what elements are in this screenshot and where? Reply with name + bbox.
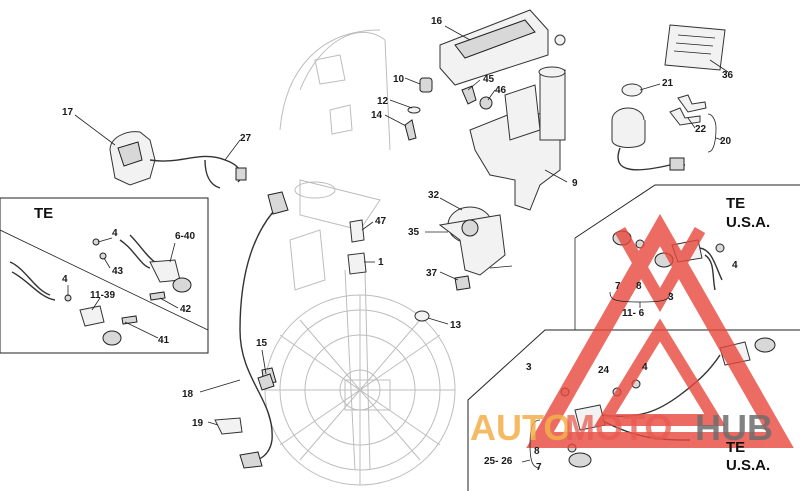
relays (347, 219, 367, 275)
handlebar-switch (109, 131, 247, 189)
label-37: 37 (426, 268, 438, 279)
cable-clip (214, 417, 243, 435)
background-frame-outline (279, 29, 391, 291)
headlight-bracket (469, 66, 566, 211)
watermark-text: AUTO MOTO HUB (470, 407, 773, 448)
label-21: 21 (662, 78, 674, 89)
owner-manual (664, 24, 726, 71)
watermark-logo (526, 213, 794, 448)
label-47: 47 (375, 216, 387, 227)
ignition-switch (611, 83, 707, 171)
watermark-hub: HUB (695, 407, 773, 448)
label-41: 41 (158, 335, 170, 346)
label-13: 13 (450, 320, 462, 331)
label-3-bottom: 3 (526, 362, 532, 373)
label-35: 35 (408, 227, 420, 238)
label-43: 43 (112, 266, 124, 277)
label-1: 1 (378, 257, 384, 268)
part-number-labels: 16 10 12 14 45 46 17 27 9 32 35 37 47 1 … (62, 16, 738, 473)
label-10: 10 (393, 74, 405, 85)
te-usa-bottom-panel (467, 329, 800, 491)
label-15: 15 (256, 338, 268, 349)
te-usa-top-panel (574, 184, 800, 239)
label-9: 9 (572, 178, 578, 189)
label-45: 45 (483, 74, 495, 85)
label-22: 22 (695, 124, 707, 135)
label-11-39: 11-39 (90, 290, 115, 301)
label-11-6: 11- 6 (622, 308, 645, 319)
label-25-26: 25- 26 (484, 456, 513, 467)
label-7-top: 7 (615, 281, 621, 292)
label-17: 17 (62, 107, 74, 118)
label-7-bottom: 7 (536, 462, 542, 473)
region-label-usa-bottom: U.S.A. (726, 457, 770, 474)
label-27: 27 (240, 133, 252, 144)
dashboard-assembly (439, 9, 566, 86)
label-4-left-bottom: 4 (62, 274, 68, 285)
label-32: 32 (428, 190, 440, 201)
label-19: 19 (192, 418, 204, 429)
label-6-40: 6-40 (175, 231, 195, 242)
region-label-usa-top: U.S.A. (726, 214, 770, 231)
label-18: 18 (182, 389, 194, 400)
leader-lines (67, 25, 729, 469)
washer (414, 310, 430, 322)
horn-assembly (438, 206, 513, 291)
label-46: 46 (495, 85, 507, 96)
watermark-auto: AUTO (470, 407, 571, 448)
te-left-diagonal (0, 229, 209, 331)
label-20: 20 (720, 136, 732, 147)
front-wheel (264, 269, 456, 486)
label-42: 42 (180, 304, 192, 315)
label-8-bottom: 8 (534, 446, 540, 457)
region-labels: TE TE U.S.A. TE U.S.A. (34, 195, 770, 474)
label-4-bottom-right: 4 (642, 362, 648, 373)
label-36: 36 (722, 70, 734, 81)
grommet (257, 373, 275, 391)
small-fasteners-top (404, 77, 493, 141)
label-8-top: 8 (636, 281, 642, 292)
label-4-left-top: 4 (112, 228, 118, 239)
label-4-top-right: 4 (732, 260, 738, 271)
label-16: 16 (431, 16, 443, 27)
region-label-te-top: TE (726, 195, 745, 212)
label-14: 14 (371, 110, 383, 121)
label-3-top: 3 (668, 292, 674, 303)
label-24: 24 (598, 365, 610, 376)
te-left-panel (0, 197, 209, 354)
left-turn-signals (9, 234, 192, 346)
label-12: 12 (377, 96, 389, 107)
region-label-te-bottom: TE (726, 439, 745, 456)
watermark-moto: MOTO (565, 407, 672, 448)
speed-sensor-cable (239, 191, 289, 469)
region-label-te-left: TE (34, 205, 53, 222)
